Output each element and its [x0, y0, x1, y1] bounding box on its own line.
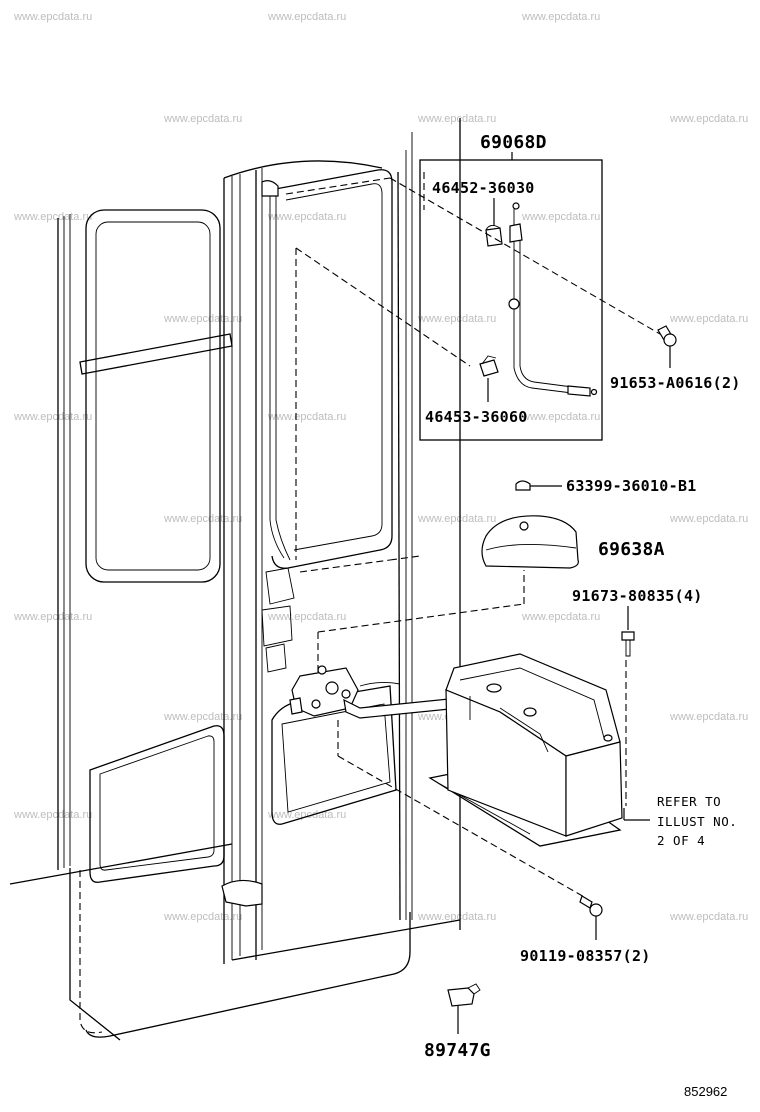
- watermark: www.epcdata.ru: [521, 411, 600, 423]
- watermark: www.epcdata.ru: [163, 513, 242, 525]
- label-46453-36060: 46453-36060: [425, 408, 528, 426]
- watermark: www.epcdata.ru: [267, 809, 346, 821]
- part-labels: 69068D 46452-36030 46453-36060 91653-A06…: [424, 132, 741, 1099]
- watermark: www.epcdata.ru: [163, 911, 242, 923]
- refer-note-line2: ILLUST NO.: [657, 814, 737, 829]
- watermark: www.epcdata.ru: [13, 11, 92, 23]
- watermark: www.epcdata.ru: [417, 313, 496, 325]
- bolt-91653: [657, 325, 677, 368]
- label-90119-08357: 90119-08357(2): [520, 947, 651, 965]
- center-pillar: [221, 160, 383, 964]
- watermark: www.epcdata.ru: [669, 911, 748, 923]
- watermark: www.epcdata.ru: [669, 711, 748, 723]
- watermark: www.epcdata.ru: [267, 411, 346, 423]
- watermark: www.epcdata.ru: [163, 313, 242, 325]
- watermark: www.epcdata.ru: [521, 611, 600, 623]
- refer-note-line1: REFER TO: [657, 794, 721, 809]
- part-89747G: [447, 983, 481, 1034]
- watermark: www.epcdata.ru: [417, 911, 496, 923]
- label-91653-A0616: 91653-A0616(2): [610, 374, 741, 392]
- illustration-number: 852962: [684, 1084, 727, 1099]
- watermarks: www.epcdata.ru www.epcdata.ru www.epcdat…: [13, 11, 748, 923]
- battery-cover: [481, 515, 579, 569]
- battery-box: [445, 653, 623, 837]
- watermark: www.epcdata.ru: [669, 313, 748, 325]
- watermark: www.epcdata.ru: [417, 113, 496, 125]
- label-89747G: 89747G: [424, 1040, 491, 1061]
- refer-leader: [623, 808, 650, 821]
- watermark: www.epcdata.ru: [669, 113, 748, 125]
- bolt-90119: [579, 895, 603, 940]
- label-91673-80835: 91673-80835(4): [572, 587, 703, 605]
- watermark: www.epcdata.ru: [13, 611, 92, 623]
- watermark: www.epcdata.ru: [521, 11, 600, 23]
- cap-plug: [515, 480, 562, 491]
- watermark: www.epcdata.ru: [267, 611, 346, 623]
- watermark: www.epcdata.ru: [13, 809, 92, 821]
- watermark: www.epcdata.ru: [669, 513, 748, 525]
- label-63399-36010-B1: 63399-36010-B1: [566, 477, 697, 495]
- watermark: www.epcdata.ru: [13, 211, 92, 223]
- control-cable: [261, 180, 295, 673]
- watermark: www.epcdata.ru: [267, 11, 346, 23]
- watermark: www.epcdata.ru: [521, 211, 600, 223]
- label-69638A: 69638A: [598, 539, 665, 560]
- rear-door: [79, 118, 461, 1038]
- watermark: www.epcdata.ru: [13, 411, 92, 423]
- watermark: www.epcdata.ru: [163, 113, 242, 125]
- label-69068D: 69068D: [480, 132, 547, 153]
- refer-note-line3: 2 OF 4: [657, 833, 705, 848]
- watermark: www.epcdata.ru: [163, 711, 242, 723]
- label-46452-36030: 46452-36030: [432, 179, 535, 197]
- bolt-91673: [621, 606, 635, 657]
- watermark: www.epcdata.ru: [267, 211, 346, 223]
- watermark: www.epcdata.ru: [417, 513, 496, 525]
- assembly-guide-lines: [285, 172, 661, 899]
